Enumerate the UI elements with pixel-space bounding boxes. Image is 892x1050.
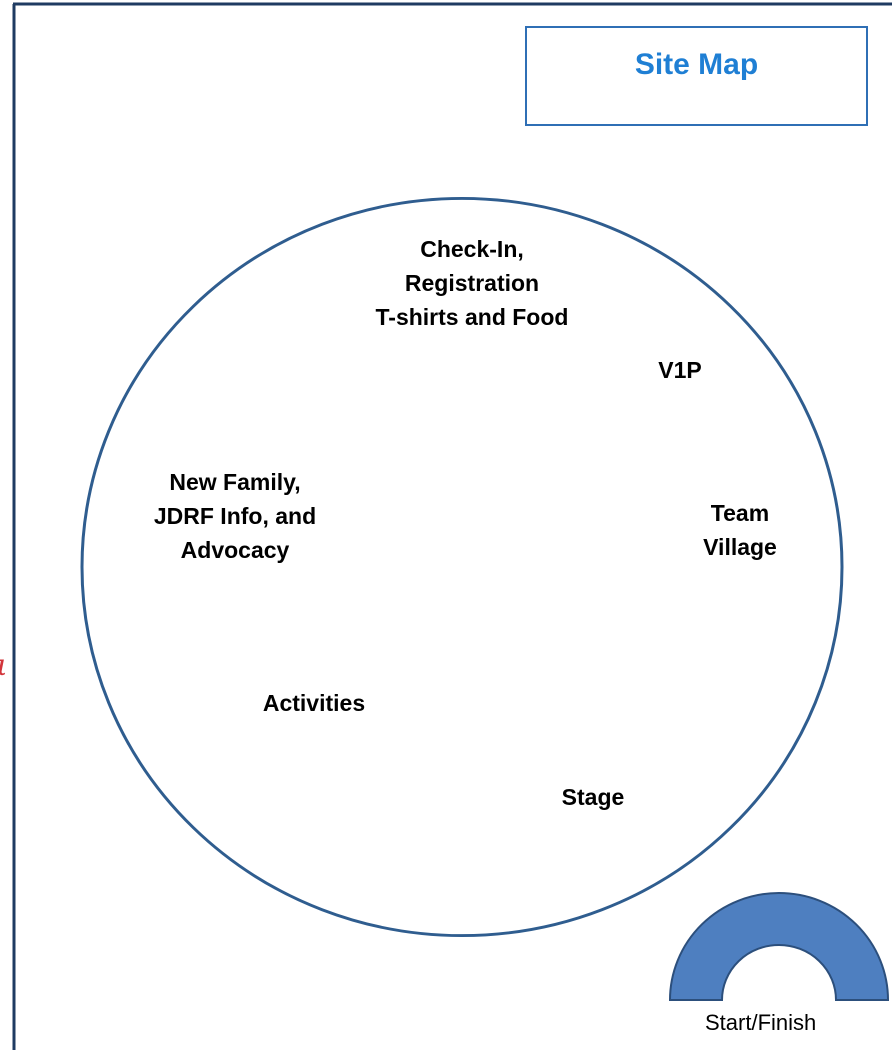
page-title: Site Map — [634, 48, 759, 81]
start-finish-label: Start/Finish — [705, 1010, 817, 1035]
area-team-village-label: Team Village — [685, 496, 795, 564]
area-new-family-label: New Family, JDRF Info, and Advocacy — [130, 465, 340, 567]
area-team-village-line-1: Team — [710, 500, 770, 526]
area-new-family-line-2: JDRF Info, and — [153, 503, 317, 529]
area-new-family-line-1: New Family, — [169, 469, 301, 495]
area-activities-label: Activities — [262, 690, 366, 716]
route-circle — [80, 196, 844, 938]
area-checkin-line-2: Registration — [404, 270, 540, 296]
area-checkin-line-1: Check-In, — [420, 236, 524, 262]
area-stage-label: Stage — [561, 784, 625, 810]
area-v1p-label: V1P — [658, 357, 702, 383]
title-box: Site Map — [525, 26, 868, 126]
area-new-family-line-3: Advocacy — [180, 537, 290, 563]
area-checkin-label: Check-In, Registration T-shirts and Food — [352, 232, 592, 334]
area-checkin-line-3: T-shirts and Food — [375, 304, 569, 330]
edge-decoration-mark: ι — [0, 648, 8, 683]
start-finish-arch-icon — [668, 892, 890, 1001]
area-team-village-line-2: Village — [703, 534, 777, 560]
